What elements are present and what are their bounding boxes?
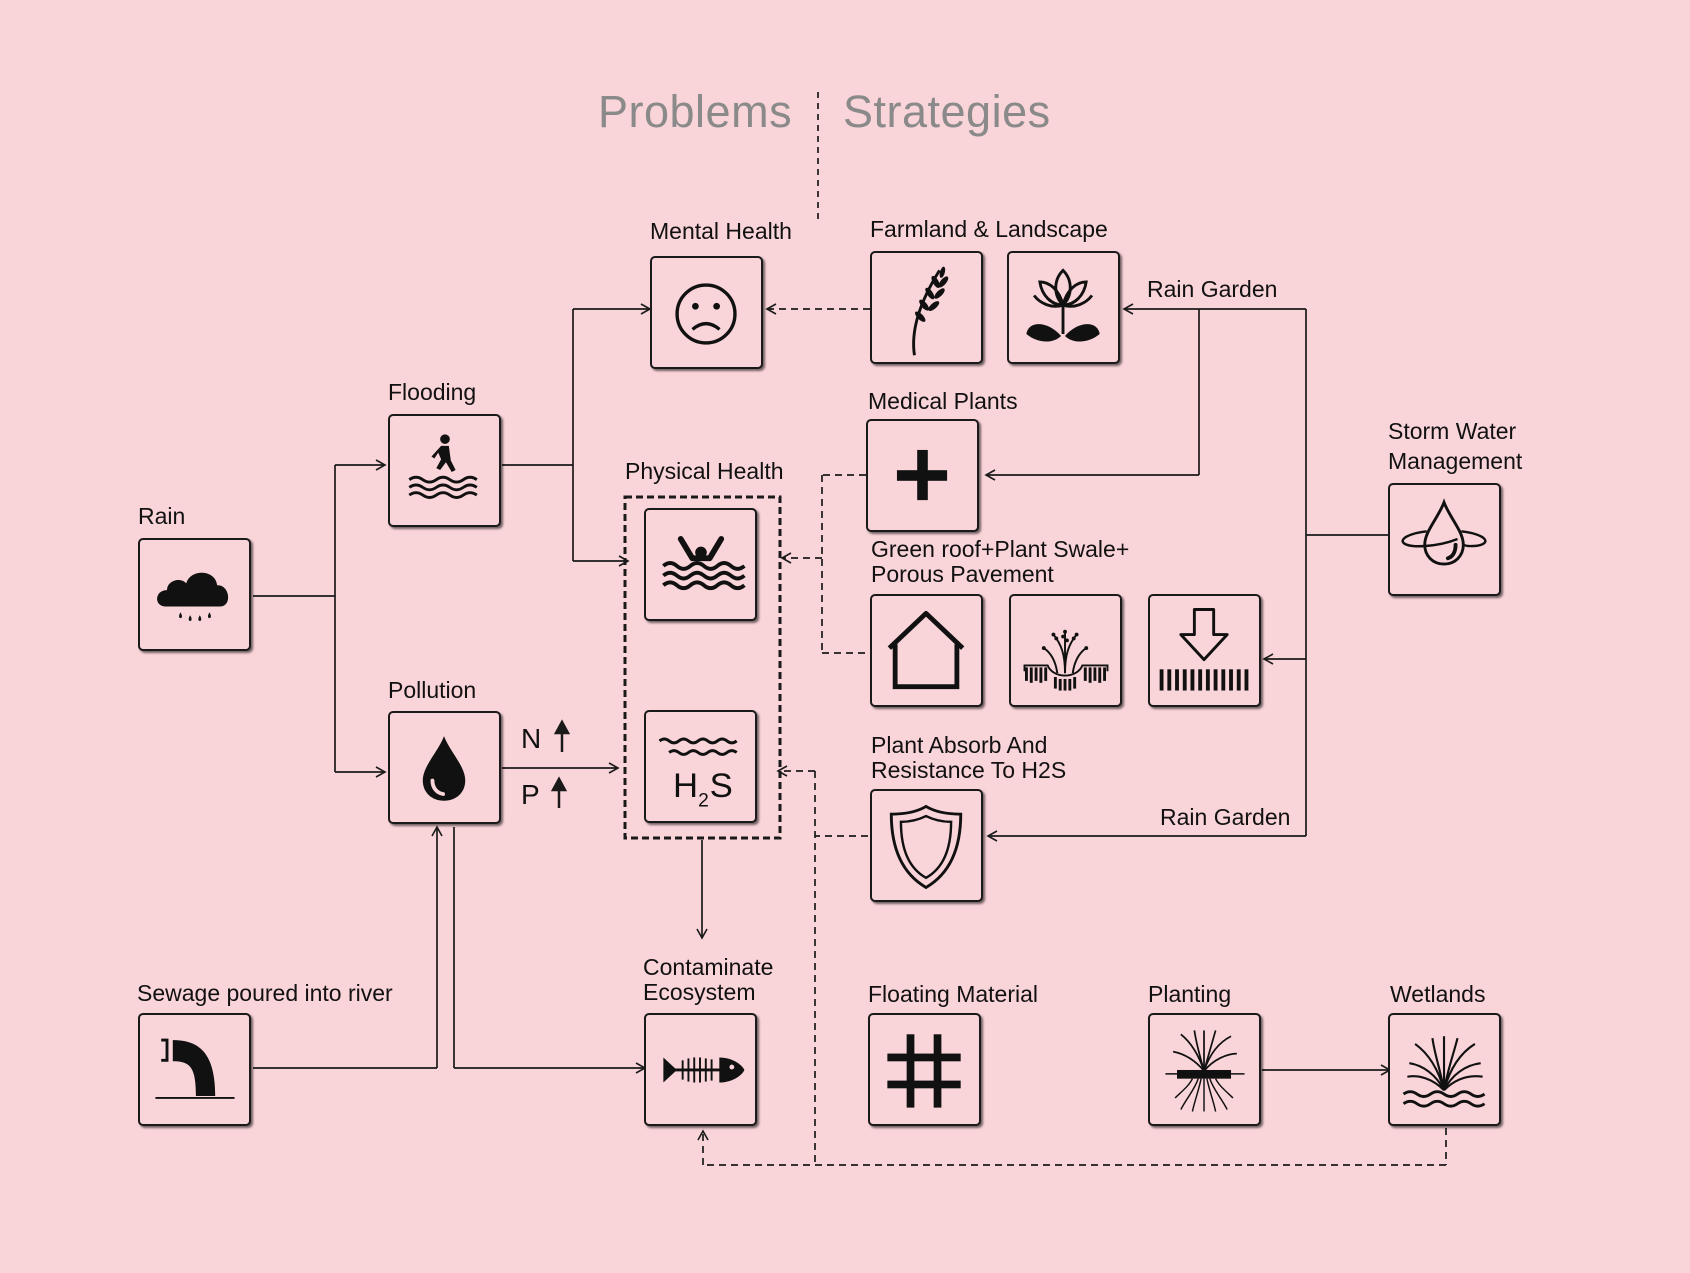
wetlands-label: Wetlands [1390, 981, 1486, 1007]
wetland-grass-icon [1402, 1036, 1486, 1108]
sewage-label: Sewage poured into river [137, 980, 393, 1006]
drowning-swimmer-icon [662, 536, 746, 591]
rain-label: Rain [138, 503, 186, 529]
storm-water-label-line1: Storm Water [1388, 418, 1517, 444]
h2s-h: H [673, 767, 698, 805]
contaminate-label-line1: Contaminate [643, 954, 774, 980]
shield-icon [889, 804, 963, 890]
physical-health-swimmer-node [644, 508, 757, 621]
medical-plants-node [866, 419, 979, 532]
green-roof-label-line1: Green roof+Plant Swale+ [871, 536, 1130, 562]
rain-garden-bottom-label: Rain Garden [1160, 804, 1291, 830]
contaminate-label-line2: Ecosystem [643, 979, 756, 1005]
phosphorus-mark: P [521, 779, 540, 810]
storm-water-label-line2: Management [1388, 448, 1523, 474]
mental-health-node [650, 256, 763, 369]
plant-absorb-label-line2: Resistance To H2S [871, 757, 1067, 783]
wheat-icon [912, 266, 949, 356]
plant-swale-icon [1023, 629, 1109, 691]
floating-material-node [868, 1013, 981, 1126]
house-roof-icon [887, 610, 965, 690]
wading-person-icon [408, 434, 478, 499]
water-drop-cycle-icon [1401, 498, 1487, 566]
wetlands-node [1388, 1013, 1501, 1126]
fish-skeleton-icon [663, 1057, 745, 1083]
flooding-label: Flooding [388, 379, 477, 405]
strategies-header: Strategies [843, 86, 1051, 137]
h2s-subscript: 2 [698, 791, 709, 812]
sewage-pipe-icon [155, 1038, 235, 1099]
planting-node [1148, 1013, 1261, 1126]
sewage-node [138, 1013, 251, 1126]
h2s-s: S [710, 767, 733, 805]
farmland-label: Farmland & Landscape [870, 216, 1108, 242]
planting-label: Planting [1148, 981, 1232, 1007]
green-roof-label-line2: Porous Pavement [871, 561, 1054, 587]
grid-hash-icon [887, 1034, 961, 1108]
roots-plant-icon [1165, 1030, 1245, 1112]
problems-header: Problems [598, 86, 793, 137]
plant-swale-node [1009, 594, 1122, 707]
floating-material-label: Floating Material [868, 981, 1039, 1007]
plant-absorb-label-line1: Plant Absorb And [871, 732, 1048, 758]
farmland-node [870, 251, 983, 364]
physical-health-h2s-node: H 2 S [644, 710, 757, 823]
physical-health-label: Physical Health [625, 458, 784, 484]
physical-health-group-box [623, 495, 782, 840]
plus-icon [896, 449, 948, 501]
flooding-node [388, 414, 501, 527]
rain-node [138, 538, 251, 651]
mental-health-label: Mental Health [650, 218, 792, 244]
porous-pavement-icon [1159, 608, 1249, 691]
pollution-label: Pollution [388, 677, 477, 703]
contaminate-ecosystem-node [644, 1013, 757, 1126]
plant-absorb-node [870, 789, 983, 902]
porous-pavement-node [1148, 594, 1261, 707]
h2s-gas-icon: H 2 S [658, 737, 738, 812]
rain-garden-top-label: Rain Garden [1147, 276, 1278, 302]
sad-face-icon [675, 283, 737, 345]
medical-plants-label: Medical Plants [868, 388, 1018, 414]
storm-water-node [1388, 483, 1501, 596]
water-drop-icon [422, 736, 466, 801]
lotus-flower-icon [1026, 268, 1100, 342]
pollution-node [388, 711, 501, 824]
landscape-node [1007, 251, 1120, 364]
rain-cloud-icon [157, 572, 229, 622]
nitrogen-mark: N [521, 723, 542, 754]
green-roof-node [870, 594, 983, 707]
